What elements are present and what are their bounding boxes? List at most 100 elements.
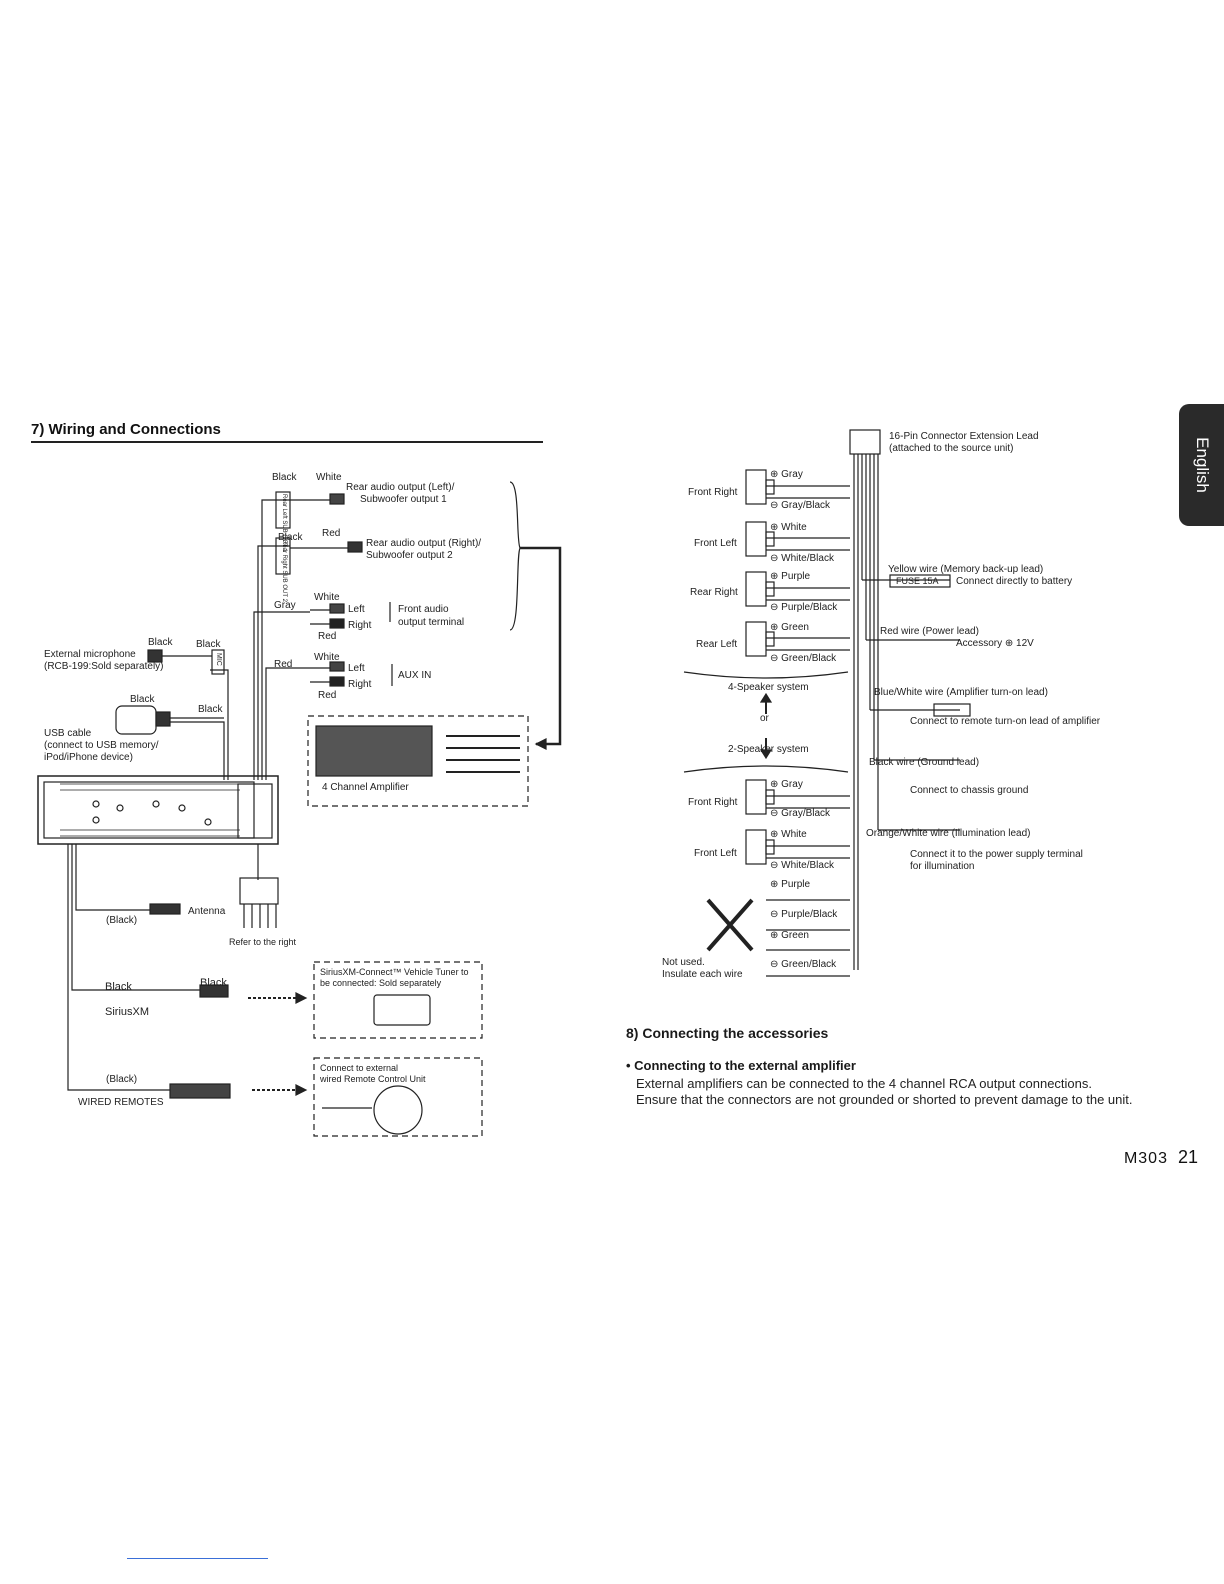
speaker4-1-name: Front Left [694,538,737,549]
label-sxm-box-1: SiriusXM-Connect™ Vehicle Tuner to [320,967,469,977]
speaker4-3-pos: ⊕ Green [770,622,809,633]
label-black-mic2: Black [196,639,221,650]
label-ext-mic-1: External microphone [44,649,136,660]
language-tab: English [1179,404,1224,526]
label-fuse: FUSE 15A [896,576,939,586]
label-blue-wire: Blue/White wire (Amplifier turn-on lead) [874,687,1048,698]
speaker2-0-name: Front Right [688,797,738,808]
label-white-aux: White [314,652,340,663]
label-usb-3: iPod/iPhone device) [44,752,133,763]
label-two-speaker: 2-Speaker system [728,744,809,755]
unused-2: ⊕ Green [770,930,809,941]
speaker2-1-neg: ⊖ White/Black [770,860,834,871]
label-gray: Gray [274,600,296,611]
label-connector-2: (attached to the source unit) [889,443,1014,454]
section-title: 7) Wiring and Connections [31,421,221,438]
label-connector-1: 16-Pin Connector Extension Lead [889,431,1039,442]
speaker4-3-name: Rear Left [696,639,738,650]
label-black-sxm1: Black [105,981,132,993]
label-right-aux: Right [348,679,372,690]
speaker-group-4 [745,469,850,657]
section8-bullet: • Connecting to the external amplifier [626,1058,856,1073]
unused-3: ⊖ Green/Black [770,959,837,970]
label-black-2: Black [278,532,303,543]
label-sxm-box-2: be connected: Sold separately [320,978,442,988]
speaker4-2-name: Rear Right [690,587,738,598]
speaker-group-2 [745,779,850,865]
model-name: M303 [1123,1150,1168,1167]
label-black-wire: Black wire (Ground lead) [869,757,980,768]
label-rear-right-1: Rear audio output (Right)/ [366,538,482,549]
speaker4-1-pos: ⊕ White [770,522,807,533]
label-not-used-2: Insulate each wire [662,969,743,980]
label-front-audio-1: Front audio [398,604,449,615]
label-red-front: Red [318,631,337,642]
head-unit [37,775,279,845]
amplifier-illustration [315,725,433,777]
speaker4-0-name: Front Right [688,487,738,498]
label-red-wire: Red wire (Power lead) [880,626,979,637]
label-remote-box-1: Connect to external [320,1063,399,1073]
label-black-sxm2: Black [200,977,227,989]
speaker4-0-neg: ⊖ Gray/Black [770,500,831,511]
section-rule [31,441,543,443]
label-white-top: White [316,472,342,483]
label-black-usb2: Black [198,704,223,715]
unused-0: ⊕ Purple [770,879,811,890]
speaker4-2-neg: ⊖ Purple/Black [770,602,838,613]
label-illum-1: Connect it to the power supply terminal [910,849,1083,860]
speaker4-3-neg: ⊖ Green/Black [770,653,837,664]
label-white-front: White [314,592,340,603]
label-chassis: Connect to chassis ground [910,785,1029,796]
label-black-usb1: Black [130,694,155,705]
label-not-used-1: Not used. [662,957,705,968]
label-refer-right: Refer to the right [229,937,297,947]
label-black-top: Black [272,472,297,483]
label-antenna: Antenna [188,906,226,917]
label-black-remote: (Black) [106,1074,138,1085]
label-red-2: Red [322,528,341,539]
unused-1: ⊖ Purple/Black [770,909,838,920]
label-aux-in: AUX IN [398,670,432,681]
label-black-mic1: Black [148,637,173,648]
label-remote-turn-on: Connect to remote turn-on lead of amplif… [910,716,1101,727]
speaker2-0-pos: ⊕ Gray [770,779,803,790]
label-red-aux: Red [274,659,293,670]
label-four-speaker: 4-Speaker system [728,682,809,693]
speaker4-2-pos: ⊕ Purple [770,571,811,582]
section8-title: 8) Connecting the accessories [626,1025,829,1041]
speaker2-0-neg: ⊖ Gray/Black [770,808,831,819]
label-rear-left-2: Subwoofer output 1 [360,494,447,505]
label-usb-1: USB cable [44,728,92,739]
speaker2-1-name: Front Left [694,848,737,859]
label-left-aux: Left [348,663,365,674]
label-rear-left-tag: Rear Left SUB OUT 1 [281,494,287,552]
label-accessory: Accessory ⊕ 12V [956,638,1034,649]
label-battery: Connect directly to battery [956,576,1073,587]
label-ext-mic-2: (RCB-199:Sold separately) [44,661,164,672]
label-illum-2: for illumination [910,861,975,872]
label-wired-remotes: WIRED REMOTES [78,1097,164,1108]
label-orange-wire: Orange/White wire (Illumination lead) [866,828,1031,839]
label-rear-right-2: Subwoofer output 2 [366,550,453,561]
label-red-aux2: Red [318,690,337,701]
label-yellow-wire: Yellow wire (Memory back-up lead) [888,564,1044,575]
speaker4-1-neg: ⊖ White/Black [770,553,834,564]
label-siriusxm: SiriusXM [105,1006,150,1018]
label-front-audio-2: output terminal [398,617,465,628]
speaker2-1-pos: ⊕ White [770,829,807,840]
label-remote-box-2: wired Remote Control Unit [320,1074,426,1084]
page-footer: M303 21 [1124,1147,1198,1168]
label-mic: MIC [215,653,222,666]
label-rear-right-tag: Rear Right SUB OUT 2 [281,540,287,602]
label-or: or [760,713,769,724]
footer-link-line [127,1558,268,1559]
page-number: 21 [1177,1147,1198,1167]
label-black-antenna: (Black) [106,915,138,926]
label-left-front: Left [348,604,365,615]
label-right-front: Right [348,620,372,631]
speaker4-0-pos: ⊕ Gray [770,469,803,480]
head-unit-chassis [43,781,255,839]
language-tab-label: English [1192,437,1212,493]
